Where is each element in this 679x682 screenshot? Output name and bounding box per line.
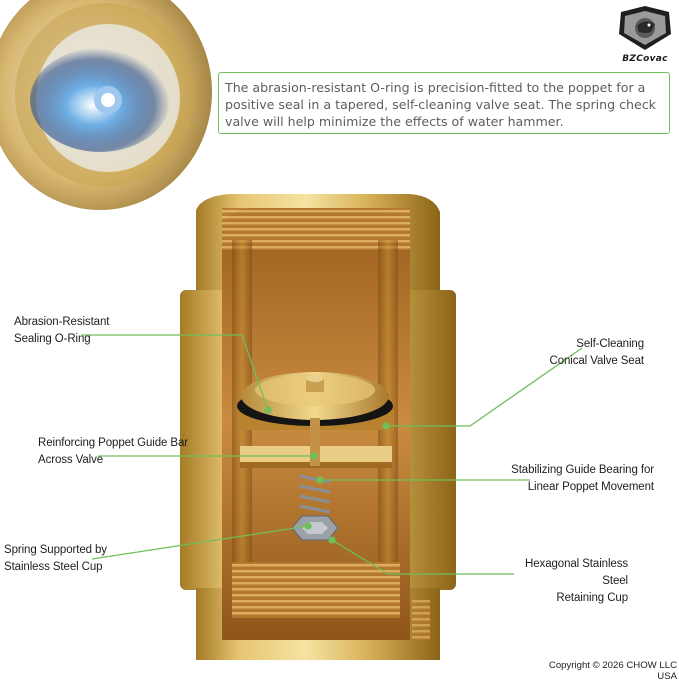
- label-bearing-line1: Stabilizing Guide Bearing for: [511, 464, 654, 476]
- label-guide-bar-line1: Reinforcing Poppet Guide Bar: [38, 437, 188, 449]
- label-oring-line1: Abrasion-Resistant: [14, 316, 110, 328]
- inset-photo: [0, 0, 212, 210]
- label-seat-line1: Self-Cleaning: [576, 338, 644, 350]
- gator-logo-icon: [619, 6, 671, 50]
- label-guide-bar-line2: Across Valve: [38, 454, 104, 466]
- leader-lines: [82, 334, 583, 575]
- label-seat: Self-Cleaning Conical Valve Seat: [520, 336, 644, 370]
- label-hex-cup-line2: Retaining Cup: [556, 592, 628, 604]
- callout-text: The abrasion-resistant O-ring is precisi…: [225, 80, 656, 129]
- label-hex-cup-line1: Hexagonal Stainless Steel: [525, 558, 628, 587]
- poppet-assembly: [237, 372, 393, 541]
- label-oring-line2: Sealing O-Ring: [14, 333, 91, 345]
- label-seat-line2: Conical Valve Seat: [549, 355, 644, 367]
- label-spring-line2: Stainless Steel Cup: [4, 561, 103, 573]
- brand-logo: BZCovac: [615, 4, 675, 66]
- label-bearing-line2: Linear Poppet Movement: [527, 481, 654, 493]
- label-oring: Abrasion-Resistant Sealing O-Ring: [14, 314, 109, 348]
- description-callout: The abrasion-resistant O-ring is precisi…: [218, 72, 670, 134]
- label-bearing: Stabilizing Guide Bearing for Linear Pop…: [500, 462, 654, 496]
- copyright-notice: Copyright © 2026 CHOW LLC USA: [548, 660, 677, 682]
- label-spring-line1: Spring Supported by: [4, 544, 107, 556]
- label-guide-bar: Reinforcing Poppet Guide Bar Across Valv…: [38, 435, 188, 469]
- brand-name: BZCovac: [622, 54, 668, 64]
- label-spring: Spring Supported by Stainless Steel Cup: [4, 542, 107, 576]
- label-hex-cup: Hexagonal Stainless Steel Retaining Cup: [500, 556, 628, 607]
